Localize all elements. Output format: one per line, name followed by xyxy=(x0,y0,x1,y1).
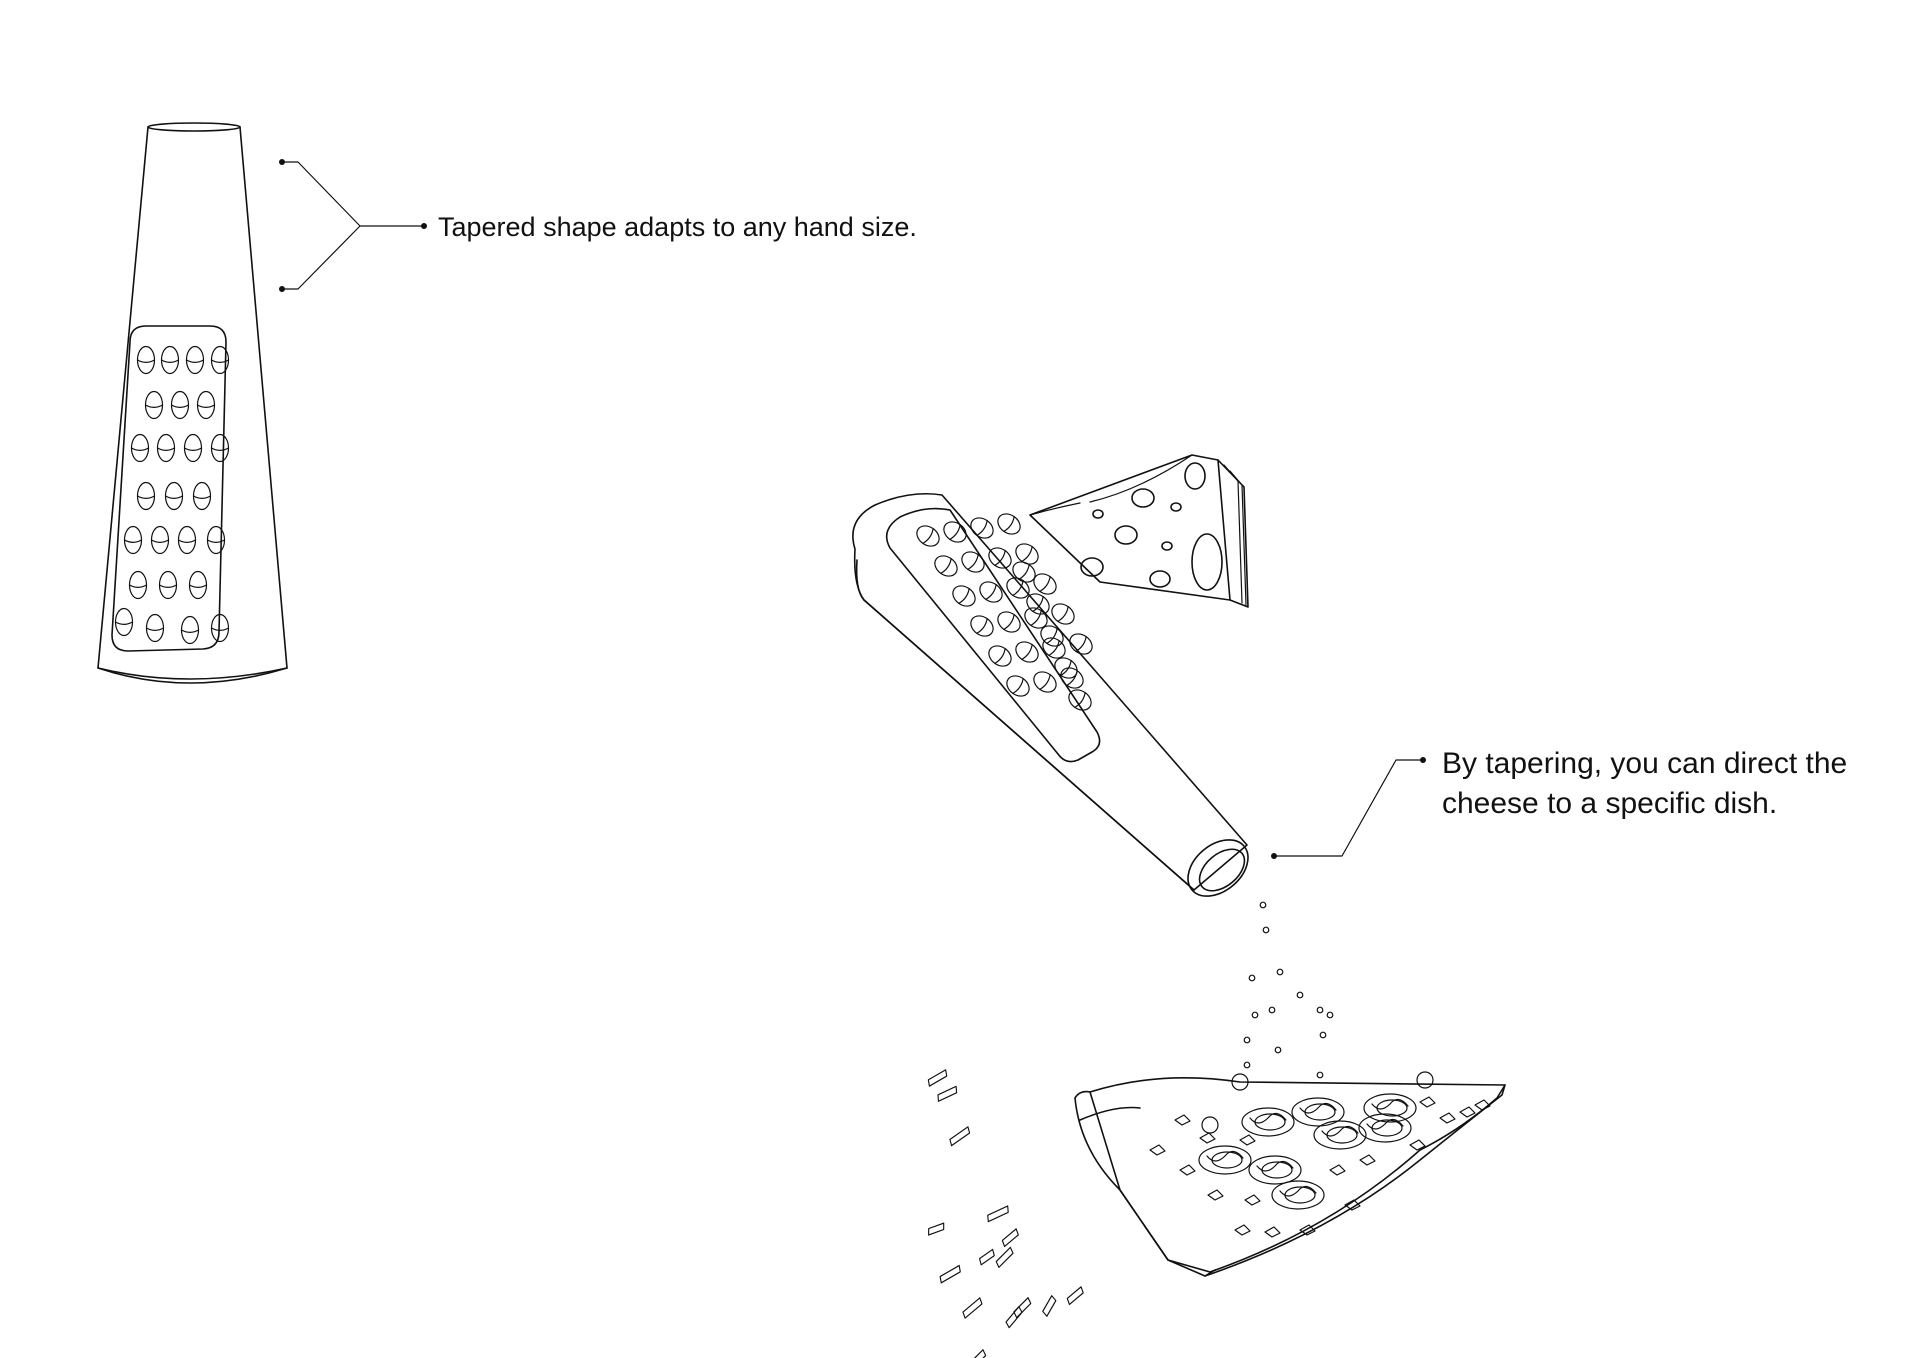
callout-leader-2 xyxy=(1271,757,1426,859)
cheese-wedge-icon xyxy=(1029,454,1249,608)
callout-direct-cheese-line-1: By tapering, you can direct the xyxy=(1442,747,1848,780)
pizza-slice-icon xyxy=(1074,1071,1506,1277)
callout-tapered-shape: Tapered shape adapts to any hand size. xyxy=(438,212,917,242)
grater-upright-icon xyxy=(97,122,288,684)
callout-leader-1 xyxy=(279,159,427,292)
callout-direct-cheese-line-2: cheese to a specific dish. xyxy=(1442,787,1778,820)
callout-direct-cheese: By tapering, you can direct the cheese t… xyxy=(1442,744,1847,824)
grater-tilted-icon xyxy=(852,492,1249,897)
